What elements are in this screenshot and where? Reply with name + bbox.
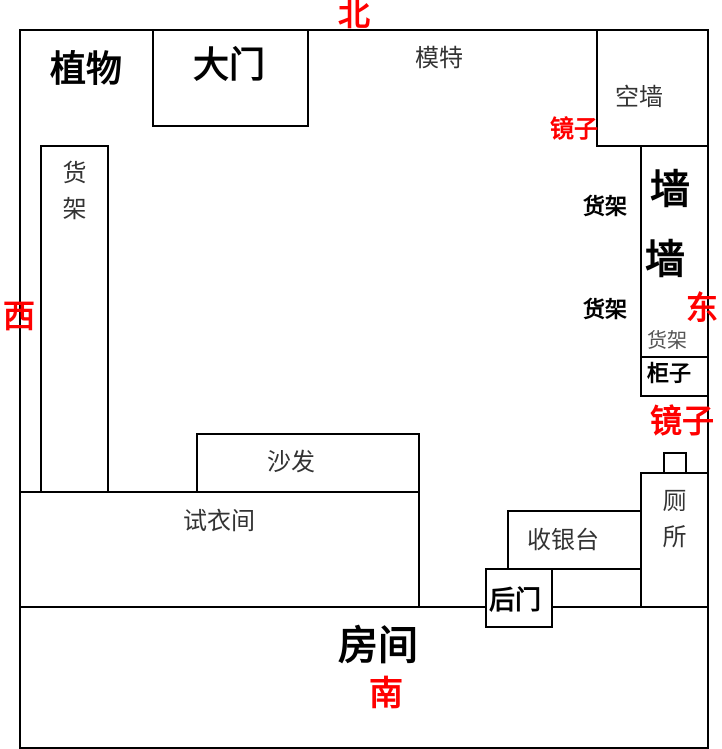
- shelf-label: 货架: [583, 298, 628, 323]
- model-label: 模特: [415, 44, 463, 72]
- mirror-label: 镜子: [550, 115, 598, 143]
- fitting-room-label: 试衣间: [183, 507, 255, 535]
- small-square: [663, 452, 687, 474]
- west-label: 西: [3, 297, 36, 335]
- wall-label: 墙: [645, 237, 685, 283]
- room-label: 房间: [338, 623, 418, 669]
- cabinet-label: 柜子: [647, 362, 692, 387]
- shelf-label: 货架: [583, 195, 628, 220]
- north-label: 北: [338, 0, 371, 33]
- right-shelf-label: 货架: [647, 328, 687, 352]
- cashier-label: 收银台: [527, 526, 599, 554]
- back-door-label: 后门: [489, 586, 542, 616]
- toilet-label: 厕所: [658, 488, 686, 560]
- left-shelf-box: [40, 145, 109, 493]
- back-door-box: [485, 568, 553, 628]
- right-shelf-box: [640, 145, 709, 358]
- main-door-box: [152, 29, 309, 127]
- south-label: 南: [369, 674, 403, 714]
- east-label: 东: [686, 289, 719, 327]
- cashier-box: [507, 510, 642, 570]
- plants-label: 植物: [50, 49, 123, 90]
- main-door-label: 大门: [193, 45, 266, 86]
- sofa-box: [196, 433, 420, 493]
- room-divider: [19, 606, 709, 608]
- store-outline: [19, 29, 709, 749]
- mirror-label: 镜子: [650, 402, 715, 440]
- toilet-box: [640, 472, 709, 608]
- left-shelf-label: 货架: [58, 160, 86, 232]
- wall-label: 墙: [650, 167, 690, 213]
- empty-wall-label: 空墙: [615, 83, 663, 111]
- fitting-room-box: [19, 491, 420, 608]
- cabinet-box: [640, 356, 709, 397]
- sofa-label: 沙发: [267, 448, 315, 476]
